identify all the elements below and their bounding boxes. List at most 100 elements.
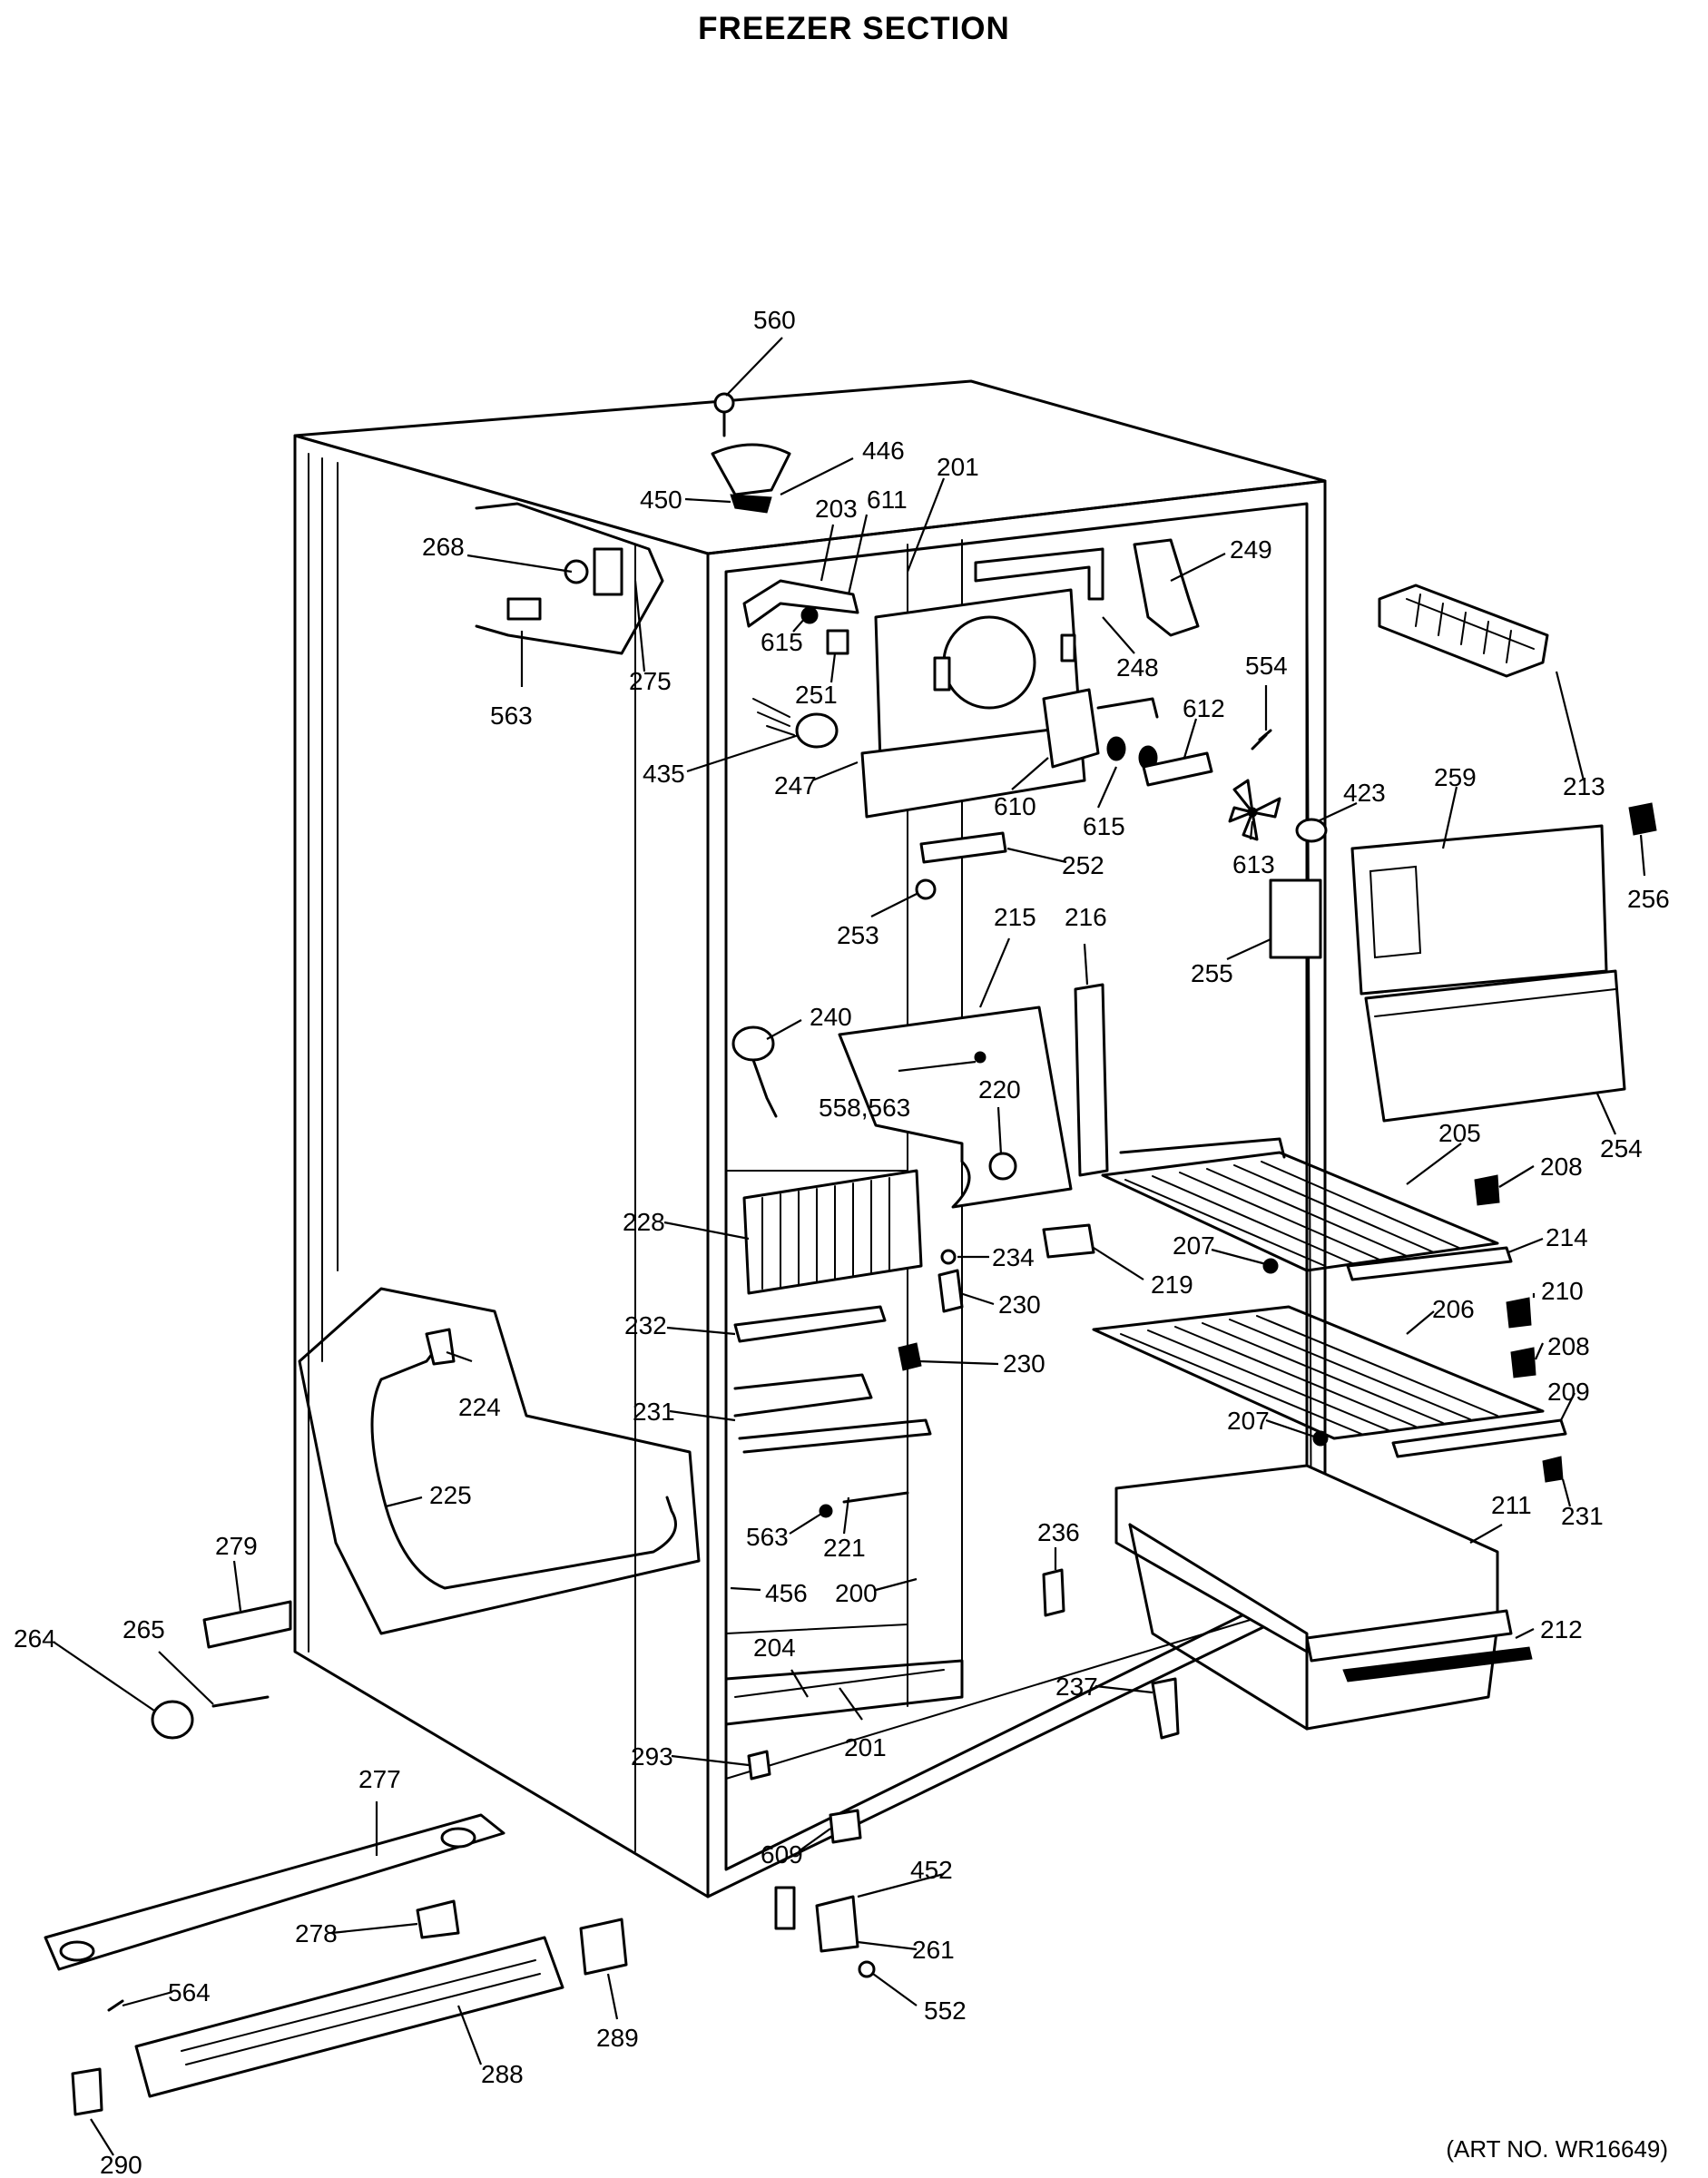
part-560-screw: [713, 392, 735, 437]
label-435: 435: [643, 760, 685, 788]
label-214: 214: [1546, 1223, 1588, 1251]
part-236-hinge-pin: [1042, 1568, 1065, 1617]
label-450: 450: [640, 486, 682, 514]
label-216: 216: [1065, 903, 1107, 931]
label-231a: 231: [633, 1398, 675, 1426]
label-278: 278: [295, 1919, 338, 1947]
label-265: 265: [123, 1615, 165, 1643]
label-615a: 615: [761, 628, 803, 656]
label-212: 212: [1540, 1615, 1583, 1643]
part-213-ice-tray: [1378, 584, 1549, 678]
leader-lines: [54, 337, 1646, 2156]
part-206-wire-shelf: [1092, 1305, 1545, 1440]
label-251: 251: [795, 681, 838, 709]
part-264-roller: [151, 1700, 194, 1740]
part-609-hinge-block: [829, 1809, 862, 1844]
part-423-bulb: [1295, 818, 1328, 843]
part-554-screw: [1251, 729, 1272, 751]
label-247: 247: [774, 771, 817, 800]
label-236: 236: [1037, 1518, 1080, 1546]
part-247-lamp-socket: [752, 698, 839, 749]
label-456: 456: [765, 1579, 808, 1607]
label-279: 279: [215, 1532, 258, 1560]
label-288: 288: [481, 2060, 524, 2088]
label-225: 225: [429, 1481, 472, 1509]
label-293: 293: [631, 1742, 673, 1771]
label-611: 611: [867, 486, 908, 514]
part-279-bracket: [202, 1600, 292, 1649]
label-452: 452: [910, 1856, 953, 1884]
label-610: 610: [994, 792, 1036, 820]
label-207a: 207: [1173, 1231, 1215, 1260]
label-261: 261: [912, 1936, 955, 1964]
label-205: 205: [1438, 1119, 1481, 1147]
label-206: 206: [1432, 1295, 1475, 1323]
label-256: 256: [1627, 885, 1670, 913]
label-220: 220: [978, 1075, 1021, 1104]
part-552-screw: [858, 1960, 876, 1978]
label-423: 423: [1343, 779, 1386, 807]
label-612: 612: [1183, 694, 1225, 722]
part-275-switch-housing: [475, 502, 664, 655]
part-278-bracket: [416, 1899, 460, 1939]
part-204-bottom-panel: [734, 1669, 945, 1698]
part-225-tubing-inset: [298, 1287, 701, 1635]
part-216-channel: [1074, 983, 1109, 1177]
label-289: 289: [596, 2024, 639, 2052]
label-219: 219: [1151, 1270, 1193, 1299]
part-261-bottom-hinge: [815, 1895, 859, 1953]
label-248: 248: [1116, 653, 1159, 682]
part-612-bracket: [1142, 751, 1213, 787]
label-215: 215: [994, 903, 1036, 931]
part-610-fan-motor: [1042, 688, 1159, 770]
part-240-thermostat: [731, 1025, 778, 1118]
part-211-basket: [1114, 1464, 1533, 1731]
part-446-top-hinge: [711, 443, 791, 514]
label-208a: 208: [1540, 1153, 1583, 1181]
label-204: 204: [753, 1634, 796, 1662]
label-231b: 231: [1561, 1502, 1604, 1530]
label-208b: 208: [1547, 1332, 1590, 1360]
label-558-563: 558,563: [819, 1094, 910, 1122]
label-264: 264: [14, 1624, 56, 1653]
label-230b: 230: [1003, 1349, 1045, 1378]
part-237-hinge-bracket: [1151, 1677, 1180, 1740]
part-564-screw: [107, 1999, 124, 2012]
part-231-heater: [733, 1373, 932, 1454]
label-240: 240: [810, 1003, 852, 1031]
part-207-shelf-stud: [1262, 1258, 1329, 1447]
part-277-rail: [44, 1813, 506, 1971]
label-563a: 563: [490, 701, 533, 730]
part-219-defrost-thermostat: [1042, 1223, 1095, 1259]
part-289-latch: [579, 1918, 628, 1976]
part-number-labels: 560 446 450 201 203 611 249 268 615 251 …: [14, 306, 1670, 2178]
part-293-clip: [747, 1750, 771, 1781]
part-228-evaporator-coil: [742, 1169, 923, 1295]
label-211: 211: [1491, 1491, 1532, 1519]
part-290-cap: [71, 2067, 103, 2116]
part-254-tray-front: [1364, 969, 1626, 1123]
label-221: 221: [823, 1534, 866, 1562]
part-230-clip: [898, 1342, 922, 1371]
part-288-grille: [134, 1936, 564, 2098]
label-613: 613: [1232, 850, 1275, 878]
label-268: 268: [422, 533, 465, 561]
part-214-shelf-front: [1346, 1246, 1513, 1281]
label-277: 277: [358, 1765, 401, 1793]
label-228: 228: [623, 1208, 665, 1236]
part-203-bracket: [742, 579, 859, 655]
part-234-terminal: [937, 1249, 964, 1313]
label-615b: 615: [1083, 812, 1125, 840]
label-232: 232: [624, 1311, 667, 1339]
label-213: 213: [1563, 772, 1605, 800]
part-452-shim: [774, 1886, 796, 1930]
page-title: FREEZER SECTION: [698, 11, 1010, 46]
part-248-fan-cover: [860, 547, 1104, 819]
part-259-shelf-cover: [1269, 824, 1608, 996]
label-564: 564: [168, 1978, 211, 2006]
label-254: 254: [1600, 1134, 1643, 1163]
label-207b: 207: [1227, 1407, 1270, 1435]
label-275: 275: [629, 667, 672, 695]
part-265-axle: [211, 1695, 270, 1708]
